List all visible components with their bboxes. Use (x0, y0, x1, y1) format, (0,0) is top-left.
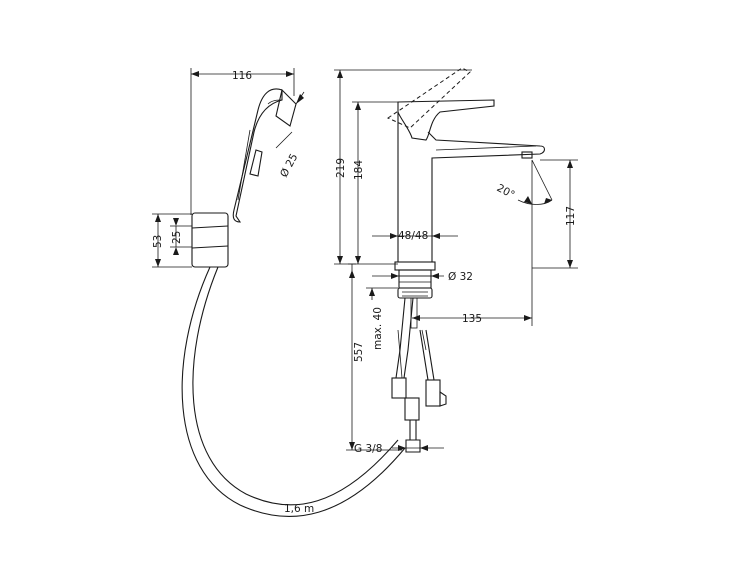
label-48-48: 48/48 (398, 230, 428, 242)
dimension-lines (152, 68, 578, 451)
label-hose-length: 1,6 m (284, 503, 314, 515)
label-53: 53 (152, 235, 164, 248)
label-25: 25 (171, 231, 183, 244)
label-184: 184 (353, 160, 365, 180)
label-116: 116 (232, 70, 252, 82)
label-diameter-25: Ø 25 (278, 152, 300, 180)
label-20-degrees: 20° (495, 182, 517, 201)
label-557: 557 (353, 342, 365, 362)
hand-shower (181, 88, 406, 517)
label-diameter-32: Ø 32 (448, 271, 473, 283)
label-117: 117 (565, 206, 577, 226)
label-g-3-8: G 3/8 (354, 443, 382, 455)
label-max-40: max. 40 (372, 307, 384, 350)
label-219: 219 (335, 158, 347, 178)
label-135: 135 (462, 313, 482, 325)
basin-tap (386, 67, 546, 453)
